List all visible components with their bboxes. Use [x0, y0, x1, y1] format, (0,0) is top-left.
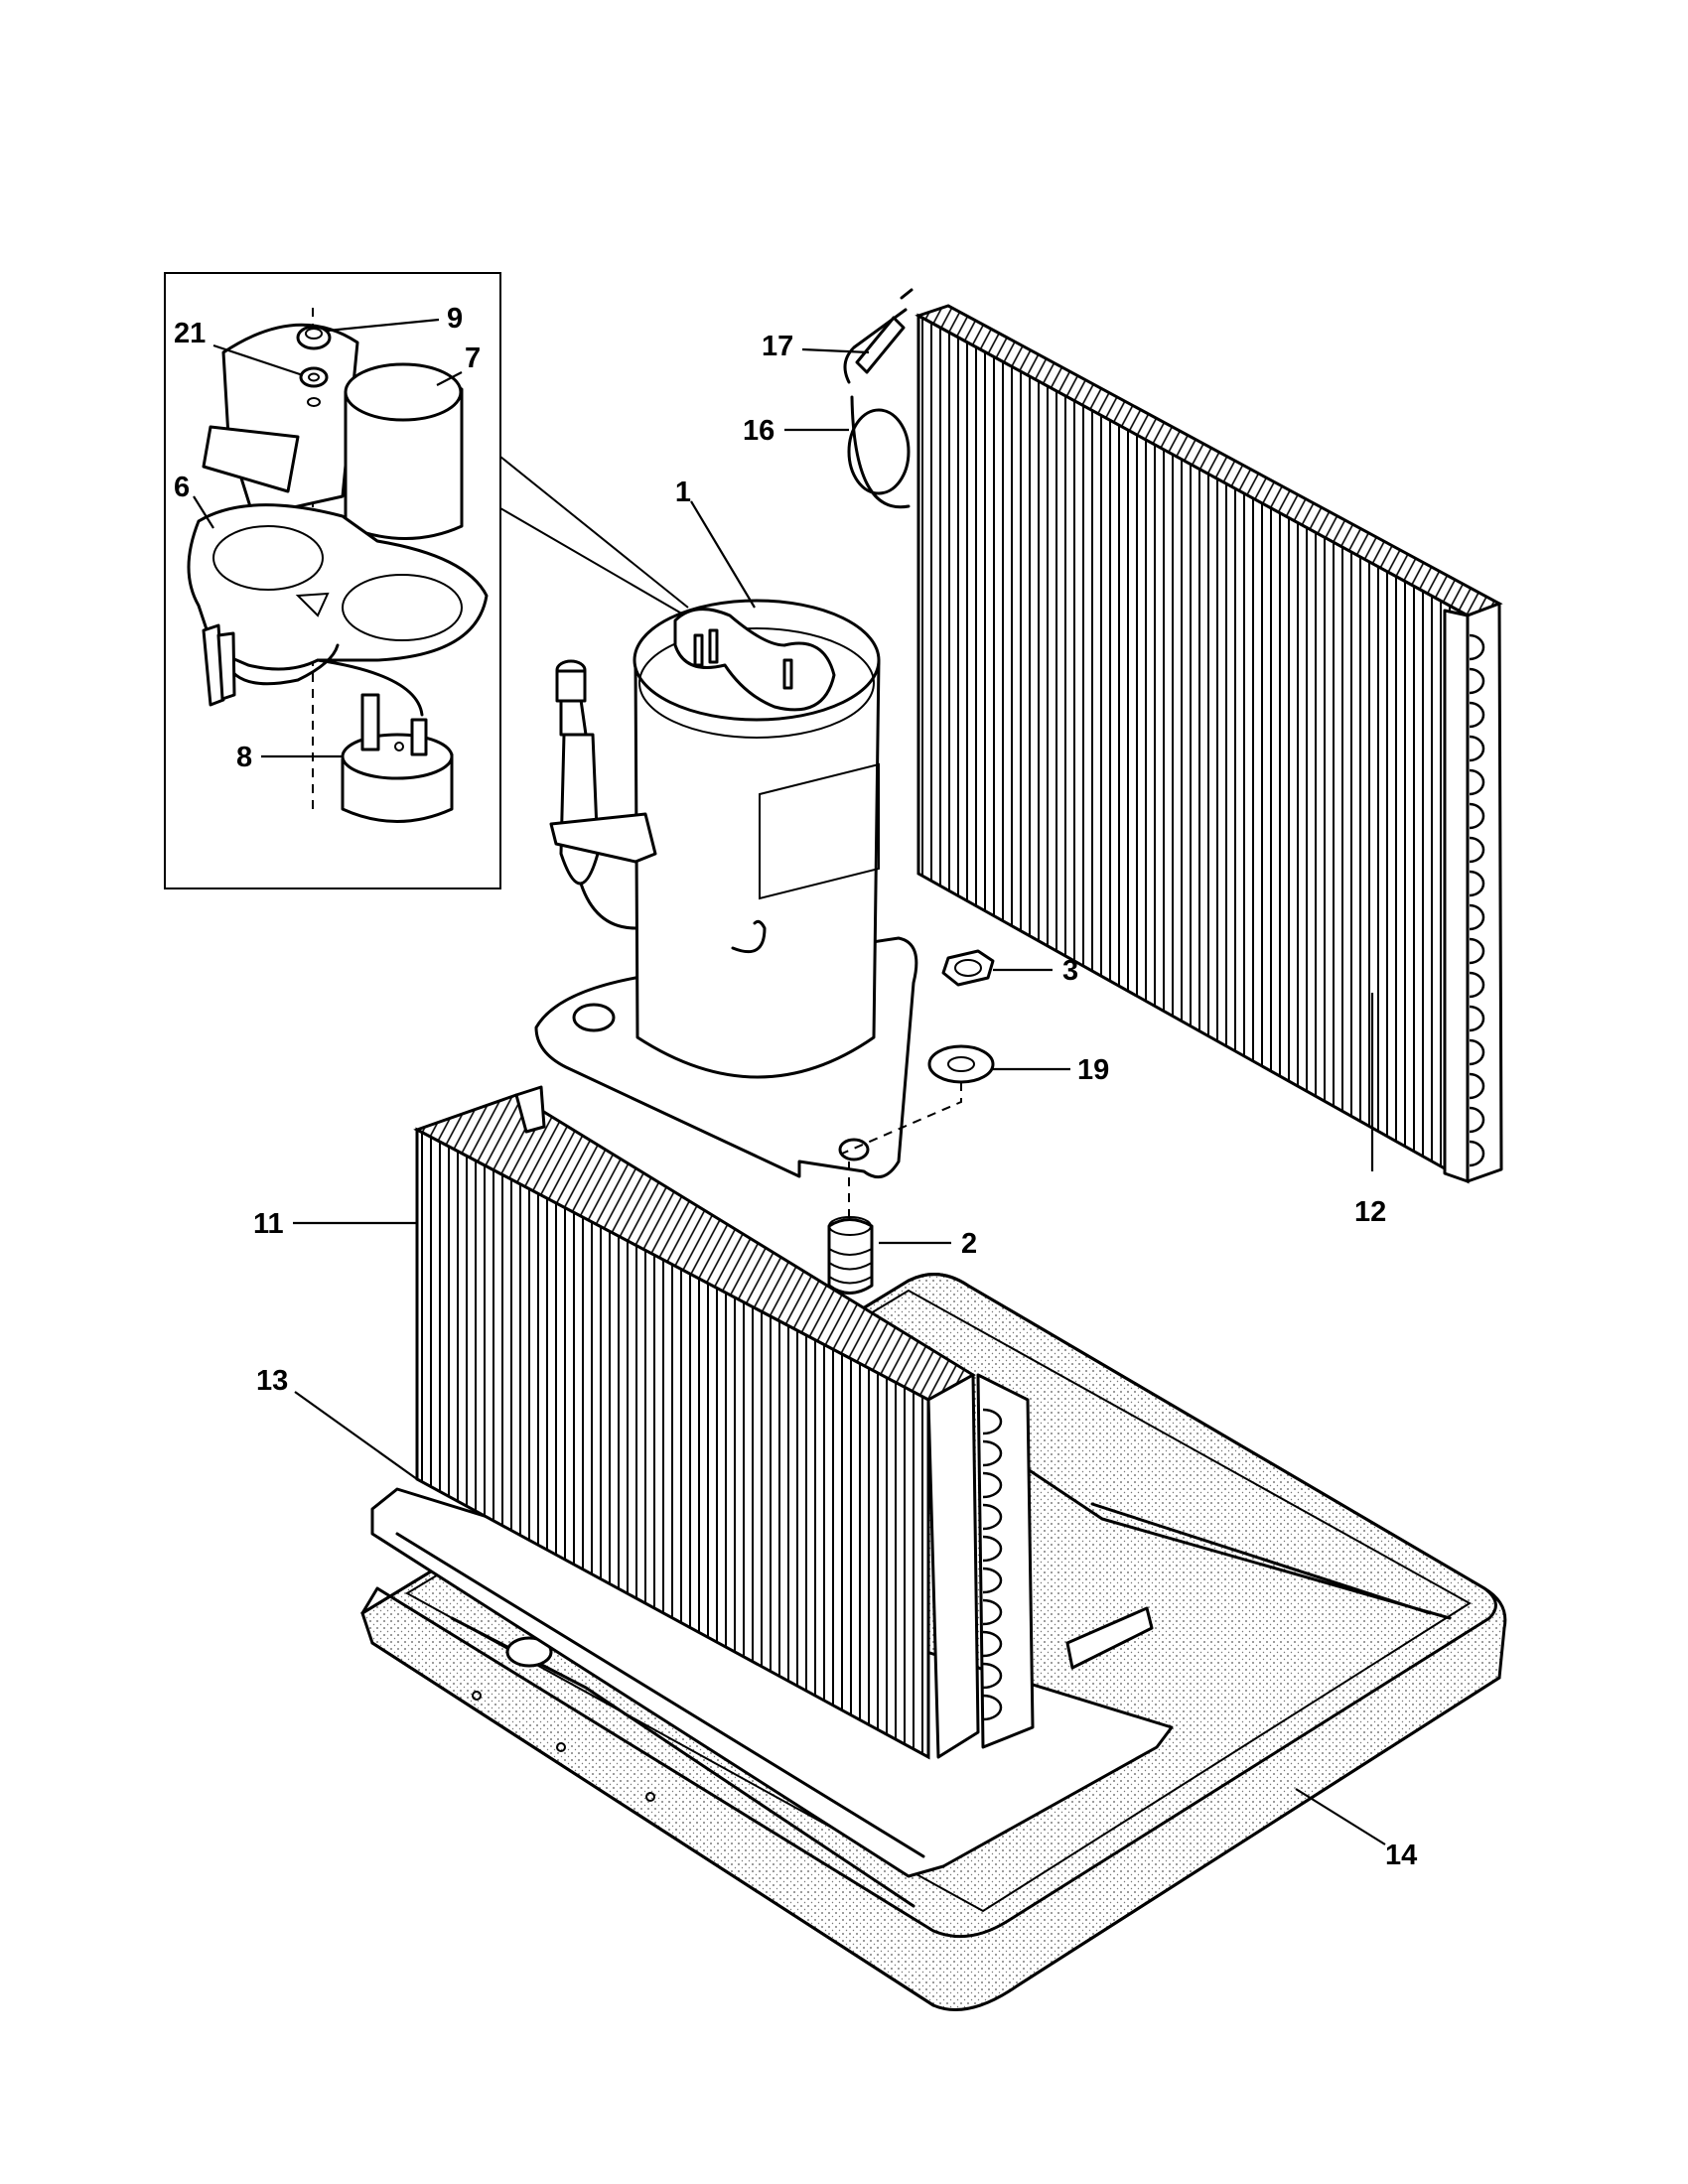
coil-return-bend — [1469, 903, 1485, 931]
coil-return-bend — [982, 1598, 1003, 1626]
evaporator-coil — [413, 1085, 1035, 1760]
callout-16: 16 — [743, 415, 774, 447]
coil-return-bend — [982, 1503, 1003, 1531]
coil-return-bend — [982, 1408, 1003, 1435]
coil-return-bend — [1469, 1140, 1485, 1167]
mounting-washer — [927, 1044, 995, 1084]
terminal-washer — [299, 366, 329, 407]
callout-3: 3 — [1062, 955, 1078, 987]
coil-return-bend — [1469, 667, 1485, 695]
coil-return-bend — [1469, 768, 1485, 796]
coil-return-bend — [1469, 701, 1485, 729]
coil-return-bend — [1469, 937, 1485, 965]
coil-return-bend — [1469, 1106, 1485, 1134]
callout-7: 7 — [465, 342, 481, 374]
terminal-gasket — [187, 503, 489, 671]
coil-return-bend — [1469, 735, 1485, 762]
callout-labels: 1 2 3 6 7 8 9 11 12 13 14 16 17 19 21 — [174, 303, 1417, 1871]
capillary-tube — [843, 288, 914, 509]
callout-21: 21 — [174, 318, 206, 349]
coil-return-bend — [1469, 1038, 1485, 1066]
callout-13: 13 — [256, 1365, 288, 1397]
callout-8: 8 — [236, 742, 252, 773]
callout-9: 9 — [447, 303, 463, 335]
inset-detail-box — [164, 272, 501, 889]
coil-return-bend — [982, 1567, 1003, 1594]
coil-return-bend — [982, 1662, 1003, 1690]
coil-return-bend — [1469, 1005, 1485, 1032]
coil-return-bend — [1469, 870, 1485, 897]
callout-17: 17 — [762, 331, 793, 362]
callout-1: 1 — [675, 477, 691, 508]
overload-cap — [344, 362, 464, 540]
callout-19: 19 — [1077, 1054, 1109, 1086]
mounting-dashes — [841, 1082, 962, 1221]
coil-return-bend — [1469, 633, 1485, 661]
callout-6: 6 — [174, 472, 190, 503]
coil-return-bend — [1469, 971, 1485, 999]
coil-return-bend — [982, 1535, 1003, 1563]
rubber-grommet — [827, 1216, 874, 1295]
callout-11: 11 — [253, 1208, 284, 1240]
callout-14: 14 — [1385, 1840, 1417, 1871]
coil-return-bend — [982, 1694, 1003, 1721]
callout-2: 2 — [961, 1228, 977, 1260]
coil-return-bend — [1469, 1072, 1485, 1100]
coil-return-bend — [1469, 836, 1485, 864]
leader-lines — [193, 318, 1386, 1845]
coil-return-bend — [982, 1439, 1003, 1467]
callout-12: 12 — [1354, 1196, 1386, 1228]
mounting-nut — [941, 949, 995, 987]
terminal-cover — [202, 323, 359, 518]
inset-zoom-lines — [499, 456, 689, 616]
overload-protector — [341, 693, 454, 823]
thermistor-sensor — [855, 316, 906, 374]
coil-return-bend — [982, 1471, 1003, 1499]
terminal-nut — [296, 325, 332, 350]
compressor — [534, 599, 918, 1179]
coil-return-bend — [982, 1630, 1003, 1658]
terminal-wires — [202, 623, 424, 717]
coil-return-bend — [1469, 802, 1485, 830]
condenser-coil — [914, 304, 1503, 1184]
